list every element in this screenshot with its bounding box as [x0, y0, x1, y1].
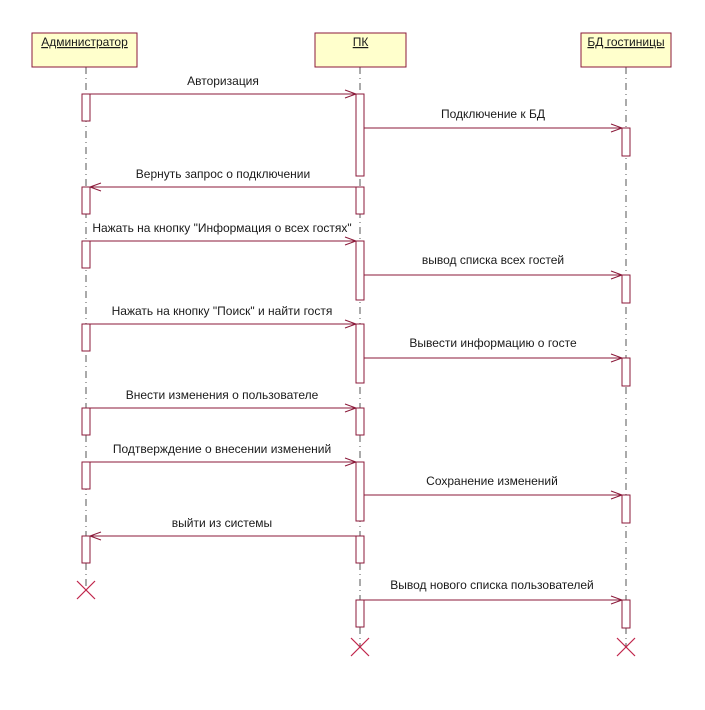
message-label: Авторизация [187, 74, 259, 88]
object-administrator: Администратор [31, 32, 138, 68]
message-info-all-guests: Нажать на кнопку "Информация о всех гост… [90, 221, 358, 246]
message-label: вывод списка всех гостей [422, 253, 564, 267]
destroy-mark-icon [616, 637, 636, 657]
activation-bar [621, 357, 631, 387]
destroy-mark-icon [350, 637, 370, 657]
activation-bar [81, 240, 91, 269]
message-edit-user: Внести изменения о пользователе [90, 388, 358, 413]
activation-bar [355, 186, 365, 215]
message-return-connection: Вернуть запрос о подключении [88, 167, 356, 192]
activation-bar [81, 461, 91, 490]
message-connect-db: Подключение к БД [364, 107, 624, 133]
message-label: Вывести информацию о госте [409, 336, 577, 350]
activation-bar [621, 274, 631, 304]
message-label: Нажать на кнопку "Информация о всех гост… [92, 221, 351, 235]
activation-bar [621, 127, 631, 157]
message-label: Подтверждение о внесении изменений [113, 442, 331, 456]
message-search-guest: Нажать на кнопку "Поиск" и найти гостя [90, 304, 358, 329]
object-pc: ПК [314, 32, 407, 68]
message-label: Нажать на кнопку "Поиск" и найти гостя [112, 304, 333, 318]
object-pc-label: ПК [353, 35, 369, 49]
message-label: выйти из системы [172, 516, 272, 530]
activation-bar [355, 599, 365, 628]
activation-bar [81, 535, 91, 564]
message-authorization: Авторизация [90, 74, 358, 99]
destroy-mark-icon [76, 580, 96, 600]
message-list-all-guests: вывод списка всех гостей [364, 253, 624, 280]
message-save-changes: Сохранение изменений [364, 474, 624, 500]
message-label: Подключение к БД [441, 107, 545, 121]
message-new-user-list: Вывод нового списка пользователей [364, 578, 624, 605]
activation-bar [355, 93, 365, 177]
message-guest-info: Вывести информацию о госте [364, 336, 624, 363]
activation-bar [355, 535, 365, 564]
message-label: Внести изменения о пользователе [126, 388, 319, 402]
object-administrator-label: Администратор [41, 35, 128, 49]
activation-bar [81, 407, 91, 436]
activation-bar [621, 494, 631, 524]
activation-bar [355, 240, 365, 301]
activation-bar [81, 186, 91, 215]
activation-bar [355, 323, 365, 384]
activation-bar [355, 407, 365, 436]
object-hotel-db: БД гостиницы [580, 32, 672, 68]
activation-bar [355, 461, 365, 522]
message-label: Сохранение изменений [426, 474, 558, 488]
message-logout: выйти из системы [88, 516, 356, 541]
message-confirm-changes: Подтверждение о внесении изменений [90, 442, 358, 467]
message-label: Вывод нового списка пользователей [390, 578, 594, 592]
message-label: Вернуть запрос о подключении [136, 167, 310, 181]
activation-bar [621, 599, 631, 629]
activation-bar [81, 323, 91, 352]
object-hotel-db-label: БД гостиницы [587, 35, 664, 49]
activation-bar [81, 93, 91, 122]
